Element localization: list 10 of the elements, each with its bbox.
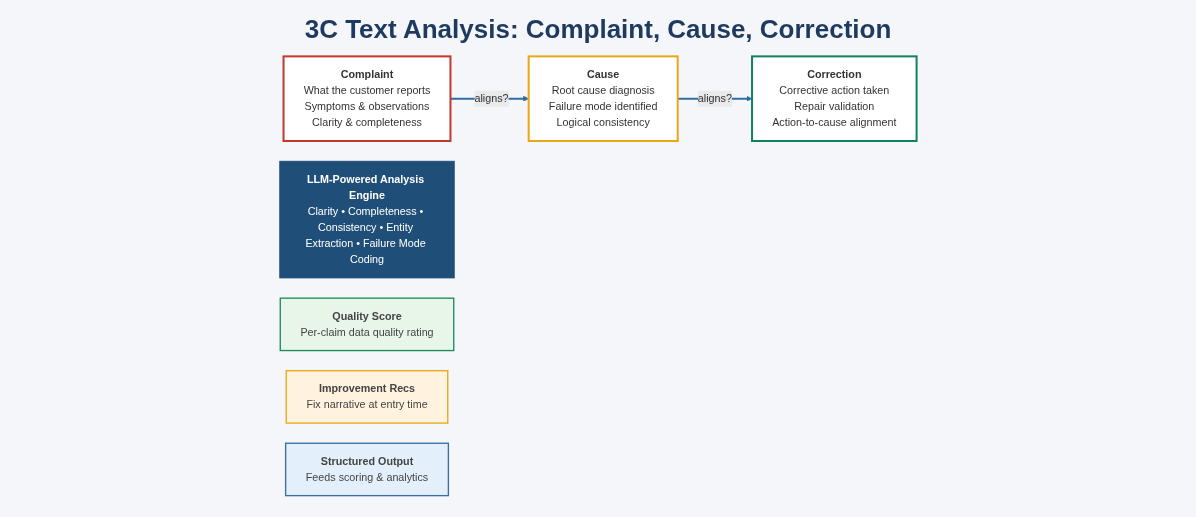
edge-label: aligns? bbox=[474, 92, 509, 105]
edge-label: aligns? bbox=[697, 92, 732, 105]
node-box: Complaint What the customer reports Symptoms & observations Clarity & completeness bbox=[282, 55, 452, 142]
node-box: Quality Score Per-claim data quality rating bbox=[279, 297, 455, 352]
node-box: LLM-Powered Analysis Engine Clarity • Completeness • Consistency • Entity Extraction • Failure Mode Coding bbox=[279, 160, 455, 279]
node-box: Improvement Recs Fix narrative at entry time bbox=[285, 370, 449, 424]
diagram-title: 3C Text Analysis: Complaint, Cause, Correction bbox=[303, 14, 893, 45]
node-box: Cause Root cause diagnosis Failure mode identified Logical consistency bbox=[527, 55, 679, 142]
node-box: Structured Output Feeds scoring & analytics bbox=[284, 442, 449, 497]
node-box: Correction Corrective action taken Repair validation Action-to-cause alignment bbox=[750, 55, 918, 142]
